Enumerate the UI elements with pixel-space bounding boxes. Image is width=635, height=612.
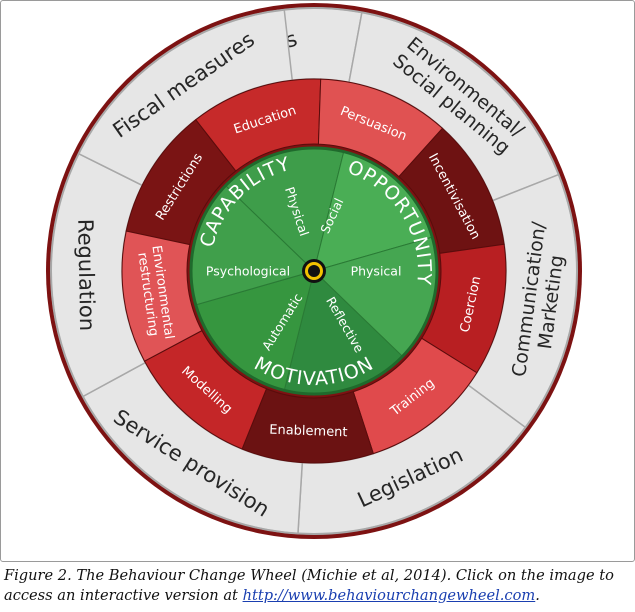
outer-ring-border xyxy=(50,7,578,535)
caption-end: . xyxy=(535,587,540,604)
figure-frame: GuidelinesEnvironmental/Social planningC… xyxy=(0,0,635,562)
caption-text: Figure 2. The Behaviour Change Wheel (Mi… xyxy=(4,567,614,604)
policy-label-regulation: Regulation xyxy=(73,219,99,332)
caption-link[interactable]: http://www.behaviourchangewheel.com xyxy=(242,587,536,604)
intervention-segment-environmental-restructuring[interactable] xyxy=(121,230,203,362)
intervention-label-enablement: Enablement xyxy=(269,423,348,441)
behaviour-center xyxy=(302,259,326,283)
figure-caption: Figure 2. The Behaviour Change Wheel (Mi… xyxy=(4,566,631,606)
source-label-psychological-5: Psychological xyxy=(206,263,290,278)
inner-circle-border xyxy=(189,146,439,396)
source-label-physical-2: Physical xyxy=(351,263,402,278)
behaviour-change-wheel[interactable]: GuidelinesEnvironmental/Social planningC… xyxy=(1,1,634,561)
behaviour-center-dot xyxy=(308,265,320,277)
